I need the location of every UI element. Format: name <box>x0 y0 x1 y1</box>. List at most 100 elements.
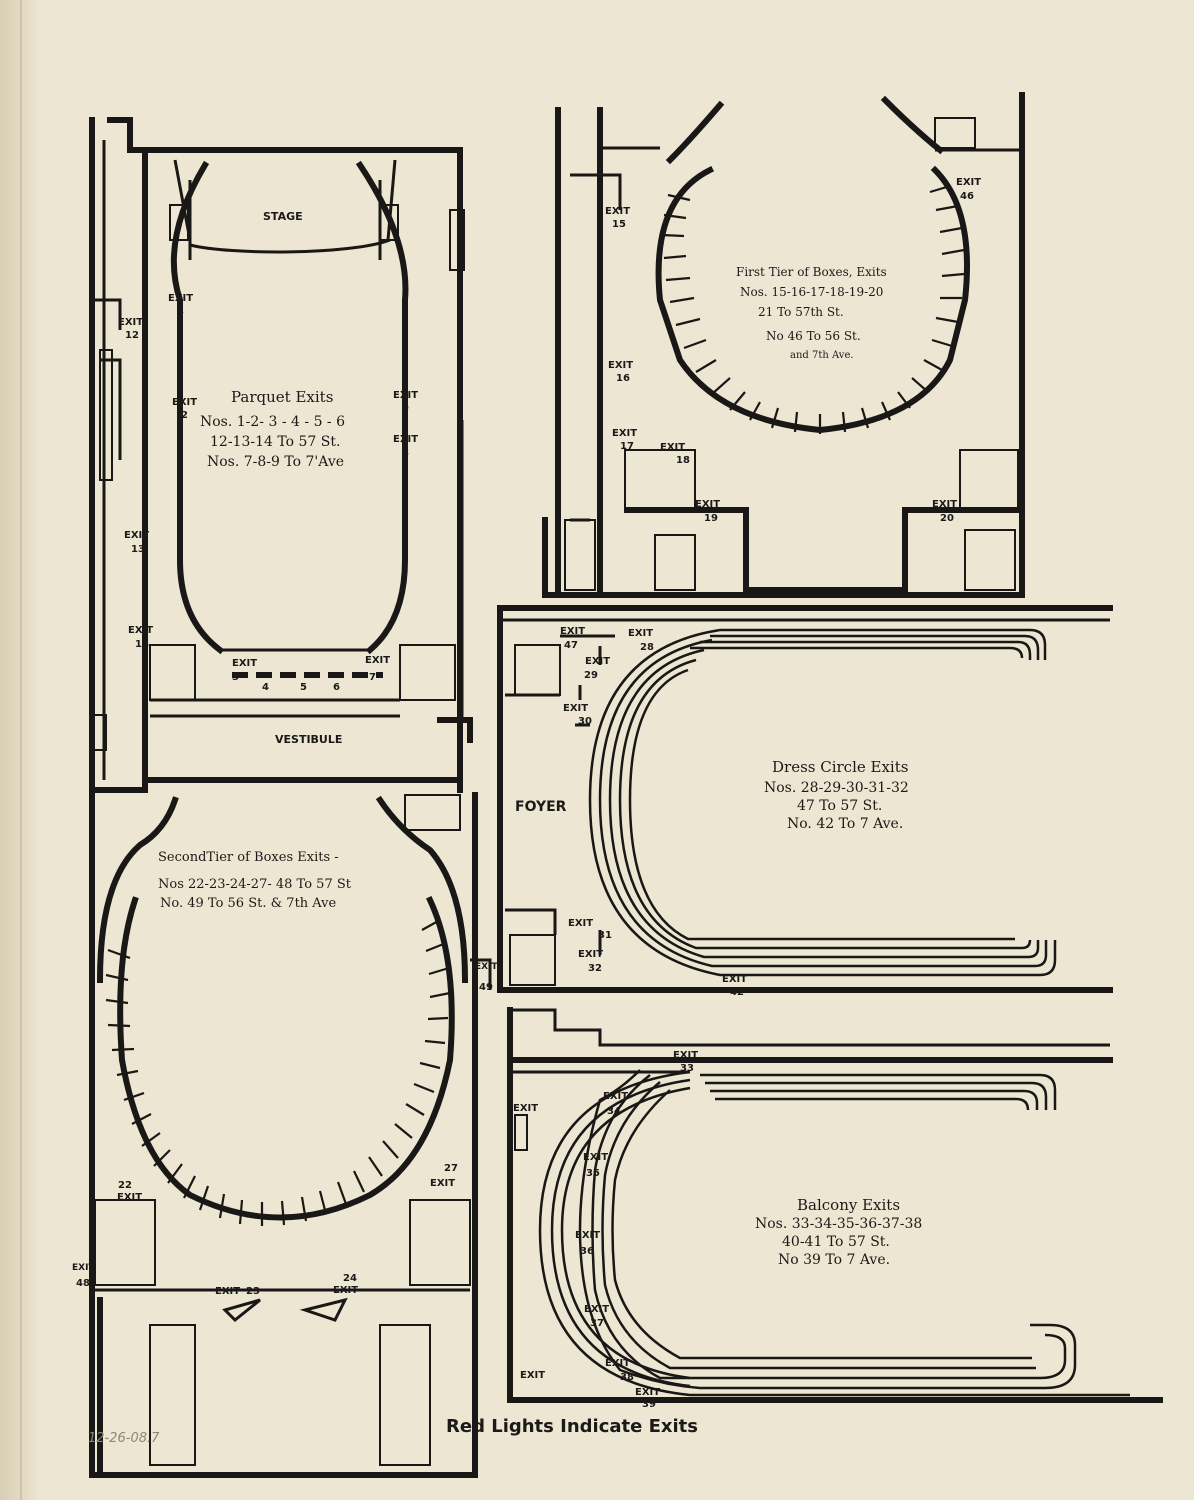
first-tier-line-4: and 7th Ave. <box>790 350 854 361</box>
exit-balcony-left-word: EXIT <box>513 1103 538 1114</box>
dress-circle-line-1: Nos. 28-29-30-31-32 <box>764 780 909 796</box>
exit-18-word: EXIT <box>660 442 685 453</box>
exit-5-number: 5 <box>300 682 307 693</box>
exit-48-word: EXIT <box>72 1263 95 1273</box>
exit-9-word: EXIT <box>393 390 418 401</box>
vestibule-label: VESTIBULE <box>275 733 342 746</box>
balcony-line-1: Nos. 33-34-35-36-37-38 <box>755 1216 922 1232</box>
exit-18-number: 18 <box>676 455 690 466</box>
parquet-plan: STAGE VESTIBULE Parquet Exits Nos. 1-2- … <box>89 117 473 793</box>
exit-3-word: EXIT <box>232 658 257 669</box>
exit-32-word: EXIT <box>578 949 603 960</box>
footer-caption: Red Lights Indicate Exits <box>446 1416 698 1437</box>
exit-17-word: EXIT <box>612 428 637 439</box>
exit-39-word: EXIT <box>635 1387 660 1398</box>
exit-28-number: 28 <box>640 642 654 653</box>
exit-30-number: 30 <box>578 716 592 727</box>
exit-20-number: 20 <box>940 513 954 524</box>
exit-19-word: EXIT <box>695 499 720 510</box>
exit-37-number: 37 <box>590 1318 604 1329</box>
exit-12-word: EXIT <box>118 317 143 328</box>
exit-13-number: 13 <box>131 544 145 555</box>
exit-49-word: EXIT <box>475 962 498 972</box>
second-tier-plan: SecondTier of Boxes Exits - Nos 22-23-24… <box>72 792 498 1478</box>
exit-27-word: EXIT <box>430 1178 455 1189</box>
second-tier-title: SecondTier of Boxes Exits - <box>158 850 339 865</box>
exit-29-number: 29 <box>584 670 598 681</box>
dress-circle-title: Dress Circle Exits <box>772 758 908 776</box>
dress-circle-line-2: 47 To 57 St. <box>797 798 882 814</box>
parquet-title: Parquet Exits <box>231 388 333 406</box>
exit-1-number: 1 <box>177 305 184 316</box>
exit-1-word: EXIT <box>168 293 193 304</box>
exit-22-number: 22 <box>118 1180 132 1191</box>
exit-28-word: EXIT <box>628 628 653 639</box>
first-tier-plan: First Tier of Boxes, Exits Nos. 15-16-17… <box>542 92 1025 598</box>
exit-48-number: 48 <box>76 1278 90 1289</box>
balcony-line-2: 40-41 To 57 St. <box>782 1234 890 1250</box>
dress-circle-rows <box>588 628 1057 977</box>
first-tier-line-2: 21 To 57th St. <box>758 305 844 319</box>
balcony-title: Balcony Exits <box>797 1196 900 1214</box>
exit-8-number: 8 <box>402 448 409 459</box>
second-tier-line-1: Nos 22-23-24-27- 48 To 57 St <box>158 877 352 892</box>
exit-39-number: 39 <box>642 1399 656 1410</box>
exit-38-number: 38 <box>620 1372 634 1383</box>
pencil-note: 12-26-08.7 <box>88 1431 160 1446</box>
second-tier-box-divisions <box>105 919 451 1226</box>
exit-22-word: EXIT <box>117 1192 142 1203</box>
exit-8-word: EXIT <box>393 434 418 445</box>
exit-47-word: EXIT <box>560 626 585 637</box>
exit-37-word: EXIT <box>584 1304 609 1315</box>
foyer-label: FOYER <box>515 799 567 815</box>
exit-34-number: 34 <box>607 1106 621 1117</box>
parquet-line-3: Nos. 7-8-9 To 7'Ave <box>207 454 344 470</box>
exit-12-number: 12 <box>125 330 139 341</box>
exit-49-number: 49 <box>479 982 493 993</box>
exit-15-number: 15 <box>612 219 626 230</box>
exit-15-word: EXIT <box>605 206 630 217</box>
exit-29-word: EXIT <box>585 656 610 667</box>
exit-2-word: EXIT <box>172 397 197 408</box>
exit-27-number: 27 <box>444 1163 458 1174</box>
exit-23-word: EXIT <box>215 1286 240 1297</box>
exit-2-number: 2 <box>181 410 188 421</box>
exit-46-word: EXIT <box>956 177 981 188</box>
first-tier-line-1: Nos. 15-16-17-18-19-20 <box>740 285 883 299</box>
exit-33-number: 33 <box>680 1063 694 1074</box>
exit-24-word: EXIT <box>333 1285 358 1296</box>
exit-34-word: EXIT <box>603 1091 628 1102</box>
exit-9-number: 9 <box>402 403 409 414</box>
exit-3-number: 3 <box>232 672 239 683</box>
exit-38-word: EXIT <box>605 1358 630 1369</box>
exit-14-word: EXIT <box>128 625 153 636</box>
exit-7-word: EXIT <box>365 655 390 666</box>
exit-4-number: 4 <box>262 682 269 693</box>
exit-balcony-bottom-word: EXIT <box>520 1370 545 1381</box>
exit-16-word: EXIT <box>608 360 633 371</box>
parquet-line-1: Nos. 1-2- 3 - 4 - 5 - 6 <box>200 414 345 430</box>
exit-24-number: 24 <box>343 1273 357 1284</box>
dress-circle-plan: FOYER Dress Circle Exits Nos. 28-29-30-3… <box>497 605 1113 998</box>
exit-36-number: 36 <box>580 1246 594 1257</box>
exit-35-word: EXIT <box>583 1152 608 1163</box>
exit-16-number: 16 <box>616 373 630 384</box>
exit-47-number: 47 <box>564 640 578 651</box>
balcony-plan: Balcony Exits Nos. 33-34-35-36-37-38 40-… <box>507 1007 1163 1410</box>
balcony-rows <box>538 1069 1130 1397</box>
exit-32-number: 32 <box>588 963 602 974</box>
exit-33-word: EXIT <box>673 1050 698 1061</box>
exit-31-number: 31 <box>598 930 612 941</box>
exit-42-word: EXIT <box>722 974 747 985</box>
dress-circle-line-3: No. 42 To 7 Ave. <box>787 816 903 832</box>
exit-36-word: EXIT <box>575 1230 600 1241</box>
parquet-line-2: 12-13-14 To 57 St. <box>210 434 340 450</box>
exit-13-word: EXIT <box>124 530 149 541</box>
binding-fold <box>20 0 22 1500</box>
first-tier-box-divisions <box>661 184 965 434</box>
stage-label: STAGE <box>263 210 303 223</box>
exit-7-number: 7 <box>369 672 376 683</box>
first-tier-title: First Tier of Boxes, Exits <box>736 265 887 279</box>
